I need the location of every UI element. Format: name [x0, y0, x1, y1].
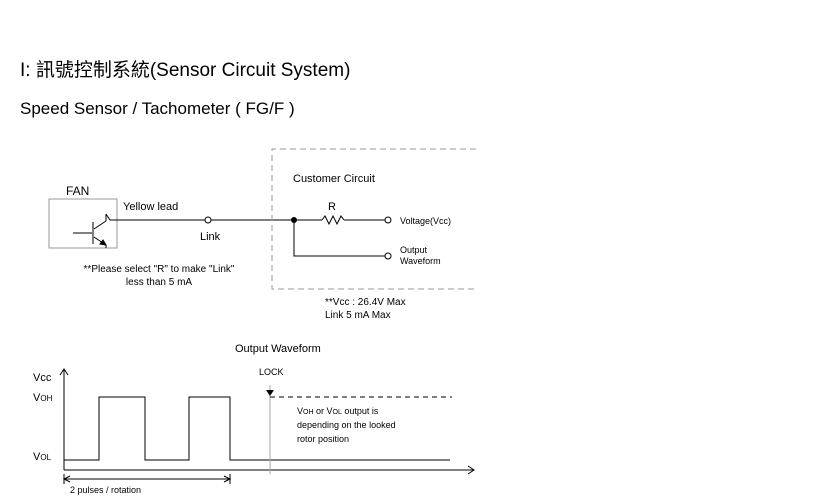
- page-subtitle: Speed Sensor / Tachometer ( FG/F ): [20, 99, 295, 118]
- circuit-schematic: FAN Yellow lead Link **Please select "R"…: [48, 148, 476, 321]
- resistor-icon: [321, 214, 345, 226]
- lock-note-line2: depending on the looked: [297, 420, 396, 430]
- yellow-lead-wire: [105, 213, 205, 221]
- y-axis-arrow-icon: [59, 368, 69, 376]
- link-label: Link: [200, 231, 221, 243]
- vcc-terminal: [384, 216, 392, 224]
- link-note-line2: less than 5 mA: [126, 277, 192, 288]
- lock-arrow-icon: [266, 390, 274, 396]
- x-axis-arrow-icon: [467, 465, 475, 475]
- dim-left-arrow-icon: [62, 475, 71, 483]
- waveform-diagram: Output Waveform Vcc VOH VOL LOCK VOH or …: [33, 343, 475, 495]
- customer-circuit-box: [271, 148, 476, 290]
- page-title: I: 訊號控制系統(Sensor Circuit System): [20, 60, 351, 81]
- pulse-waveform: [64, 396, 450, 461]
- vcc-terminal-label: Voltage(Vcc): [400, 216, 451, 226]
- voh-level-label: VOH: [33, 392, 53, 404]
- link-note-line1: **Please select "R" to make "Link": [84, 264, 235, 275]
- vcc-level-label: Vcc: [33, 372, 52, 384]
- waveform-title: Output Waveform: [235, 343, 321, 355]
- fan-label: FAN: [66, 184, 89, 198]
- lock-note-line1: VOH or VOL output is: [297, 406, 379, 416]
- lock-label: LOCK: [259, 367, 284, 377]
- transistor-icon: [73, 214, 107, 248]
- yellow-lead-label: Yellow lead: [123, 201, 178, 213]
- output-label-line1: Output: [400, 245, 428, 255]
- output-wire: [293, 220, 385, 257]
- customer-circuit-label: Customer Circuit: [293, 173, 375, 185]
- output-label-line2: Waveform: [400, 256, 441, 266]
- lock-note-line3: rotor position: [297, 434, 349, 444]
- vol-level-label: VOL: [33, 451, 52, 463]
- fan-box: [48, 198, 118, 249]
- link-node: [204, 216, 212, 224]
- resistor-label: R: [328, 201, 336, 213]
- spec-line2: Link 5 mA Max: [325, 310, 391, 321]
- pulses-per-rotation-label: 2 pulses / rotation: [70, 485, 141, 495]
- output-terminal: [384, 252, 392, 260]
- spec-line1: **Vcc : 26.4V Max: [325, 297, 406, 308]
- dim-right-arrow-icon: [223, 475, 232, 483]
